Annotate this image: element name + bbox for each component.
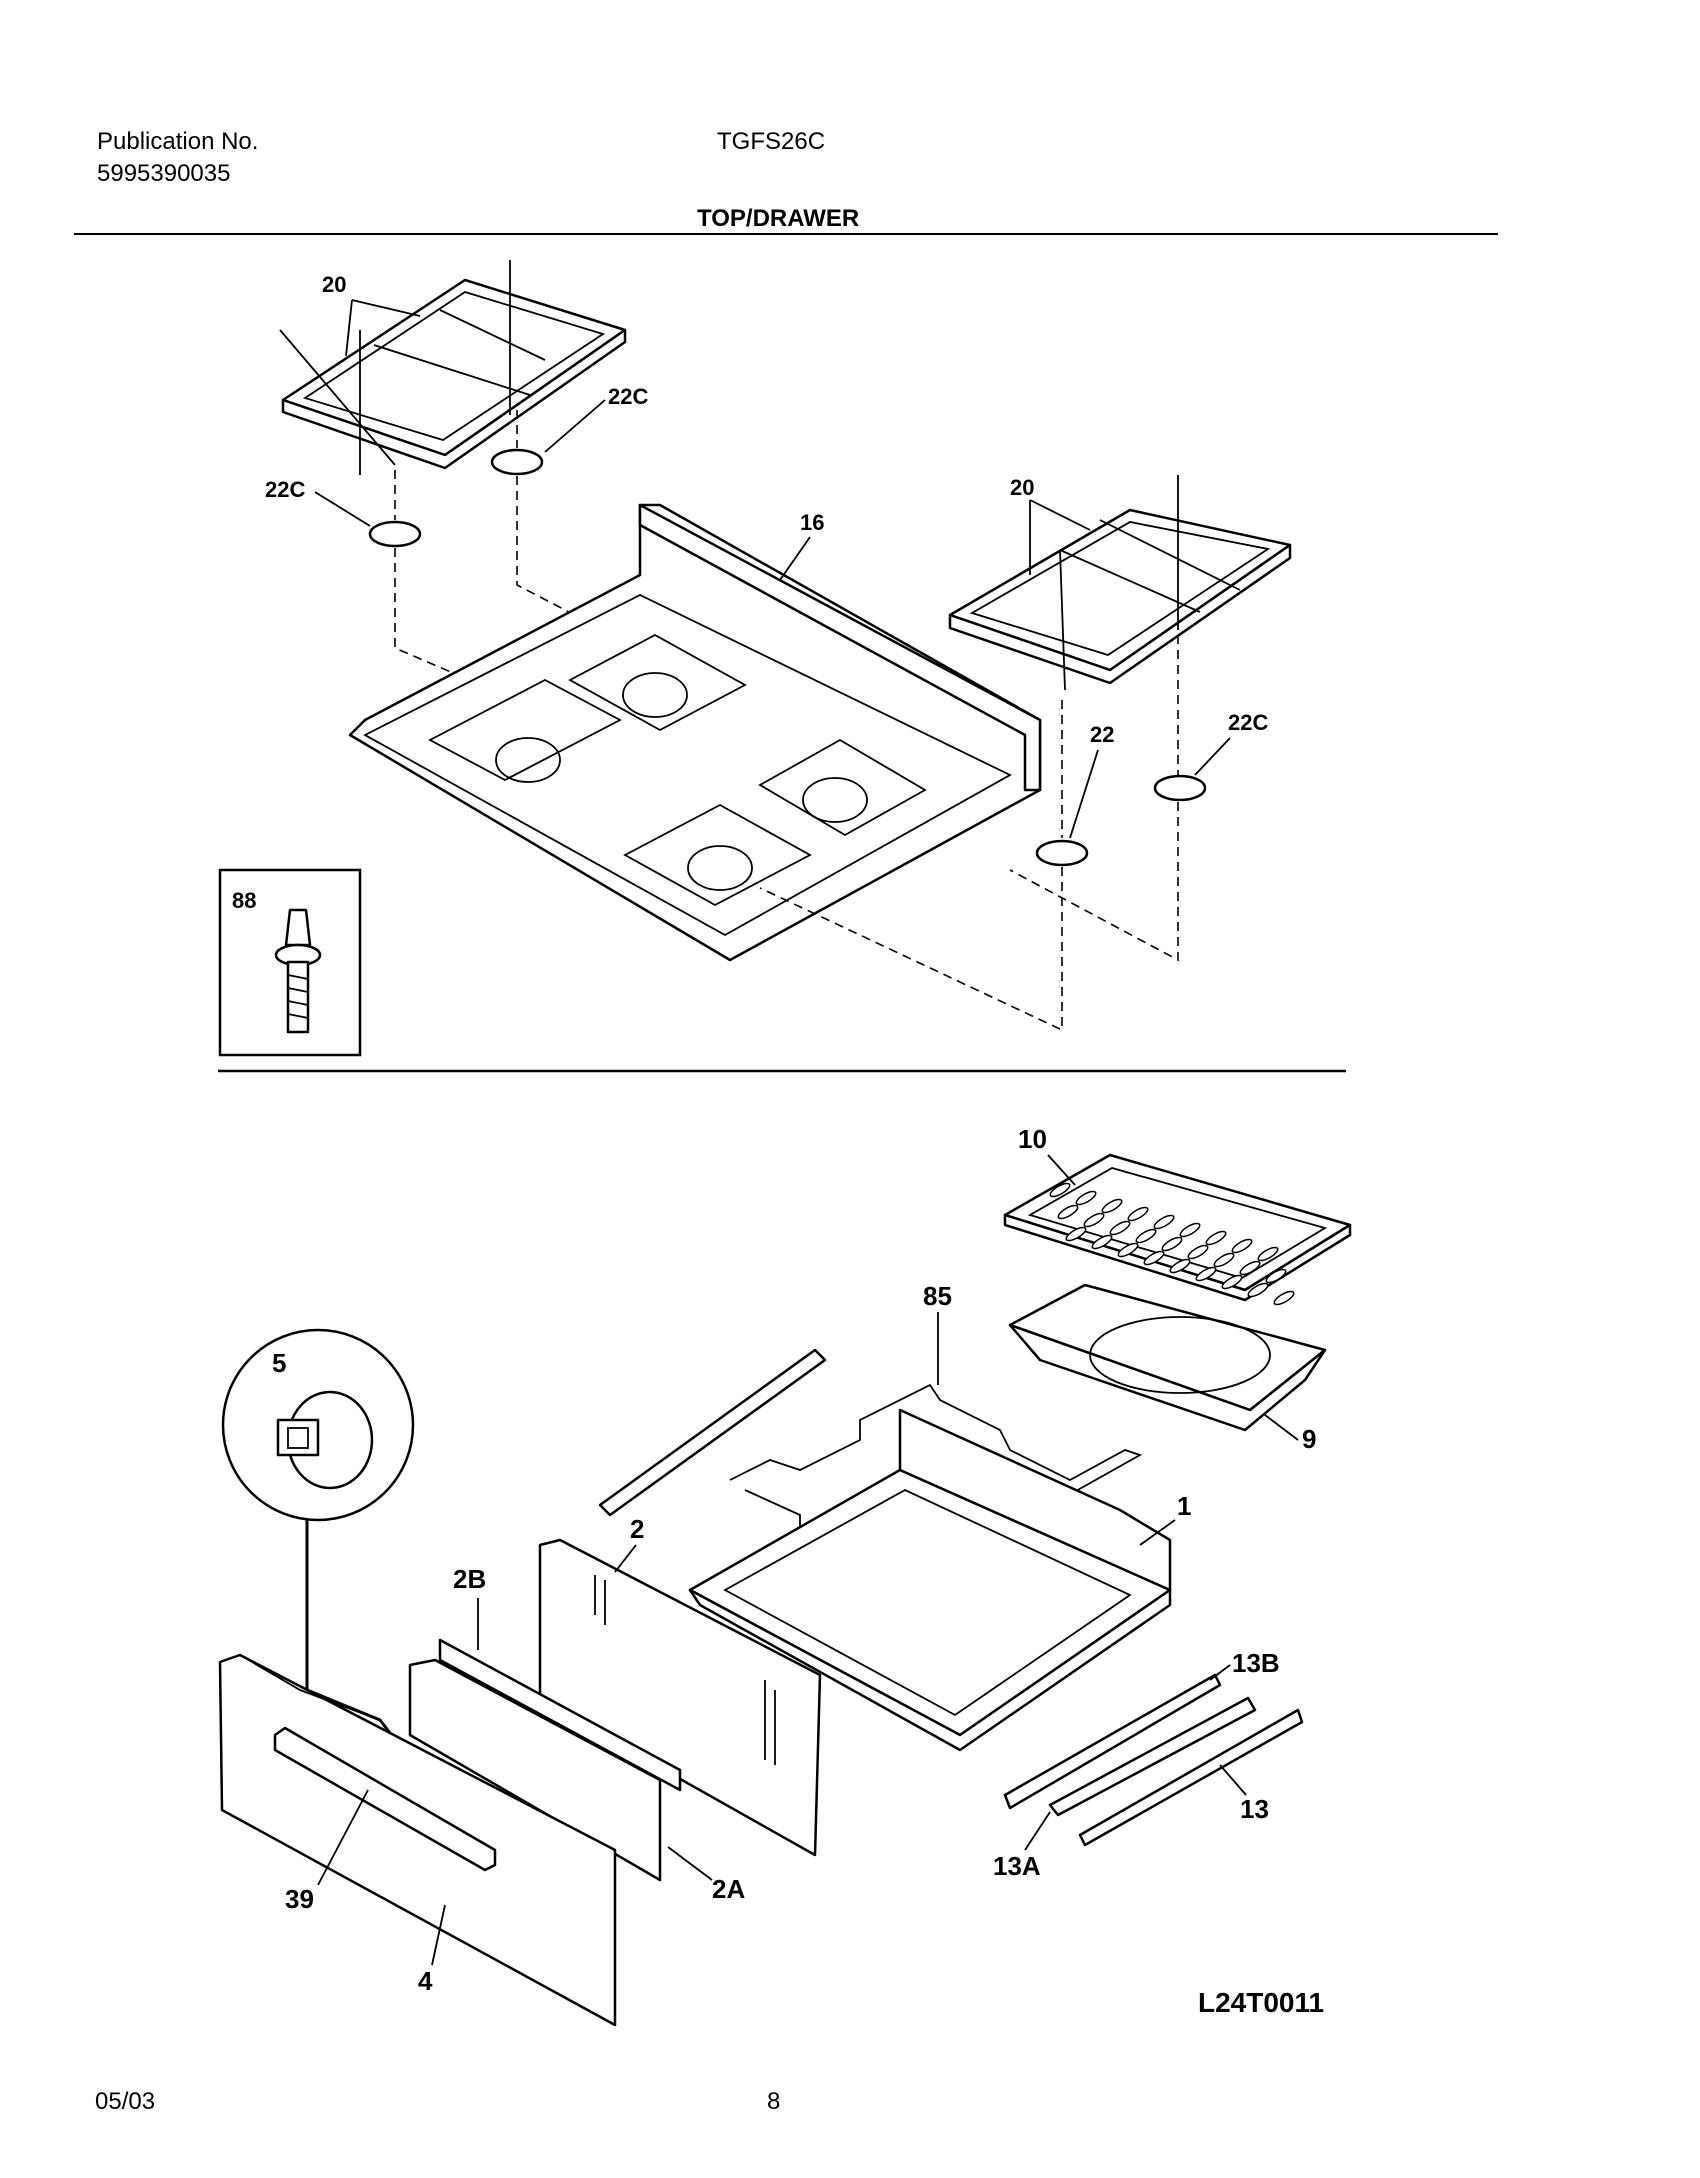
grid-slot <box>1273 1290 1295 1306</box>
callout-knob: 5 <box>272 1348 286 1378</box>
grid-slot <box>1213 1252 1235 1268</box>
drawer-back-panel <box>538 1538 822 1857</box>
section-title: TOP/DRAWER <box>697 205 860 232</box>
grid-slot <box>1153 1214 1175 1230</box>
grid-slot <box>1049 1182 1071 1198</box>
burner-cap-left-upper <box>490 448 544 476</box>
drawer-liner <box>408 1638 682 1882</box>
knob-icon <box>276 1390 374 1490</box>
grid-slot <box>1161 1236 1183 1252</box>
grate-right-pair <box>948 475 1292 691</box>
grid-slot <box>1265 1268 1287 1284</box>
callout-frame: 85 <box>923 1281 952 1311</box>
grid-slot <box>1195 1266 1217 1282</box>
callout-clip: 2A <box>712 1874 745 1904</box>
footer-date: 05/03 <box>95 2088 156 2115</box>
broiler-pan <box>1008 1283 1327 1432</box>
callout-broiler-pan: 9 <box>1302 1424 1316 1454</box>
callout-handle: 39 <box>285 1884 314 1914</box>
grid-slot <box>1075 1190 1097 1206</box>
drawer-body <box>688 1408 1172 1752</box>
publication-number: 5995390035 <box>97 160 231 187</box>
grid-slot <box>1065 1226 1087 1242</box>
drawer-slides <box>1003 1673 1304 1847</box>
callout-drawer-back: 2 <box>630 1514 644 1544</box>
grid-slot <box>1247 1282 1269 1298</box>
grid-slot <box>1101 1198 1123 1214</box>
grid-slot <box>1187 1244 1209 1260</box>
grate-left-pair <box>279 260 627 475</box>
grid-slot <box>1083 1212 1105 1228</box>
callout-screw: 88 <box>232 888 256 913</box>
header-rule <box>74 233 1498 235</box>
grid-slot <box>1205 1230 1227 1246</box>
grid-slot <box>1127 1206 1149 1222</box>
grid-slot <box>1117 1242 1139 1258</box>
diagram-code: L24T0011 <box>1198 1987 1324 2018</box>
callout-liner: 2B <box>453 1564 486 1594</box>
burner-cap-right <box>1035 839 1089 867</box>
callout-broiler-grid: 10 <box>1018 1124 1047 1154</box>
callout-slide-13: 13 <box>1240 1794 1269 1824</box>
callout-grate-right: 20 <box>1010 475 1034 500</box>
callout-cap-right-22: 22 <box>1090 722 1114 747</box>
callout-cap-right-22c: 22C <box>1228 710 1268 735</box>
model-number: TGFS26C <box>717 128 826 155</box>
callout-cap-left-upper: 22C <box>608 384 648 409</box>
grid-slot <box>1221 1274 1243 1290</box>
publication-label: Publication No. <box>97 128 259 155</box>
grid-slot <box>1091 1234 1113 1250</box>
grid-slot <box>1179 1222 1201 1238</box>
grid-slot <box>1109 1220 1131 1236</box>
callout-drawer-body: 1 <box>1177 1491 1191 1521</box>
grid-slot <box>1257 1246 1279 1262</box>
broiler-grid <box>1003 1153 1352 1302</box>
drawer-rail <box>598 1348 827 1517</box>
grid-slot <box>1135 1228 1157 1244</box>
footer-page-number: 8 <box>767 2088 781 2115</box>
grid-slot <box>1143 1250 1165 1266</box>
grid-slot <box>1239 1260 1261 1276</box>
grid-slot <box>1169 1258 1191 1274</box>
burner-cap-left-lower <box>368 520 422 548</box>
callout-cooktop: 16 <box>800 510 824 535</box>
cooktop <box>348 503 1042 962</box>
drawer-handle <box>273 1726 497 1872</box>
callout-drawer-front: 4 <box>418 1966 433 1996</box>
burner-cap-right-22c <box>1153 774 1207 802</box>
grid-slot <box>1057 1204 1079 1220</box>
grid-slot <box>1231 1238 1253 1254</box>
screw-icon <box>274 908 322 1034</box>
callout-grate-left: 20 <box>322 272 346 297</box>
broiler-grid-slots <box>1049 1182 1295 1306</box>
callout-cap-left-lower: 22C <box>265 477 305 502</box>
callout-slide-13a: 13A <box>993 1851 1041 1881</box>
callout-slide-13b: 13B <box>1232 1648 1280 1678</box>
